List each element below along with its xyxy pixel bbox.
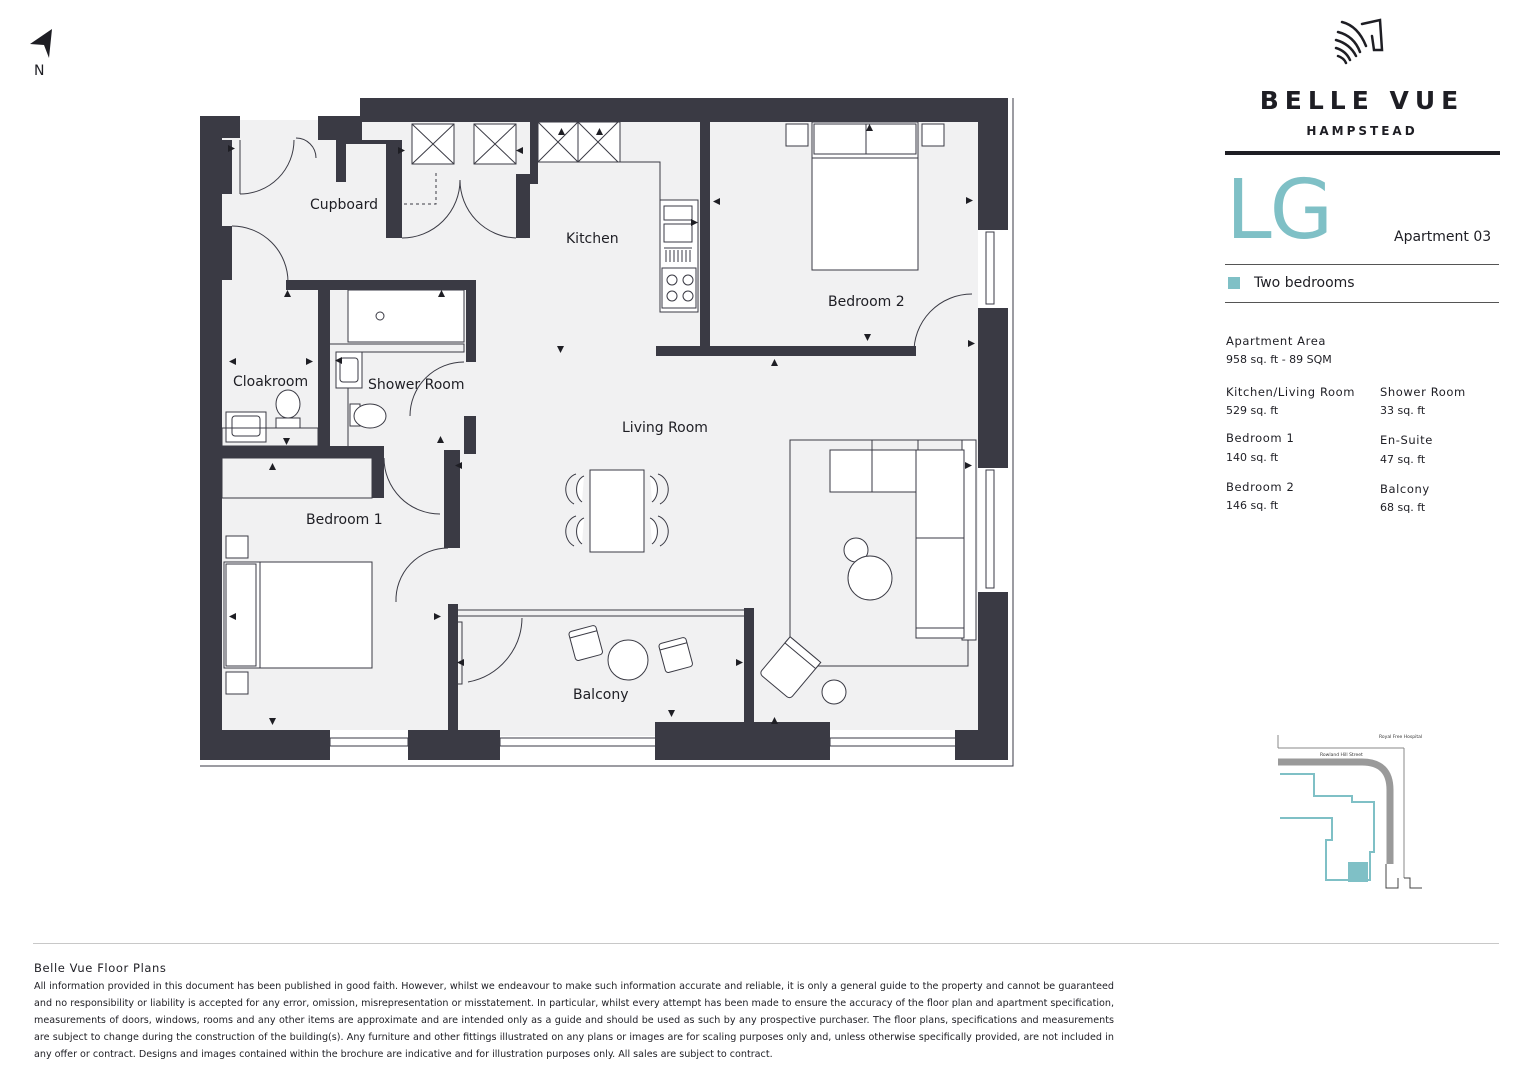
- floor-level: LG: [1226, 163, 1333, 258]
- brand-name: BELLE VUE: [1259, 86, 1465, 115]
- room-label-balcony: Balcony: [573, 687, 629, 703]
- bathroom-fixtures: [221, 289, 465, 447]
- kitchen-units: [537, 121, 699, 313]
- legend-bottom-divider: [1225, 302, 1499, 303]
- balcony-furniture: [568, 625, 693, 681]
- room-label-bedroom1: Bedroom 1: [306, 512, 383, 528]
- footer-divider: [33, 943, 1499, 944]
- dining-set: [565, 469, 669, 553]
- keyplan-hospital-label: Royal Free Hospital: [1379, 734, 1422, 740]
- svg-text:Rowland Hill Street: Rowland Hill Street: [1320, 752, 1363, 758]
- keyplan-street-label: Rowland Hill Street: [1320, 752, 1363, 758]
- area-bedroom1-label: Bedroom 1: [1226, 431, 1295, 445]
- area-shower-room-value: 33 sq. ft: [1380, 404, 1426, 417]
- elevation-markers: [228, 124, 975, 725]
- key-plan: Royal Free Hospital Rowland Hill Street: [1277, 734, 1422, 889]
- horse-head-logo-icon: [1334, 18, 1384, 65]
- area-bedroom2-value: 146 sq. ft: [1226, 499, 1279, 512]
- storage-units: [386, 123, 517, 205]
- bedroom2-furniture: [785, 121, 945, 271]
- room-label-cupboard: Cupboard: [310, 197, 378, 213]
- area-bedroom2-label: Bedroom 2: [1226, 480, 1295, 494]
- room-label-shower-room: Shower Room: [368, 377, 464, 393]
- area-bedroom1-value: 140 sq. ft: [1226, 451, 1279, 464]
- room-label-bedroom2: Bedroom 2: [828, 294, 905, 310]
- north-label: N: [34, 63, 44, 79]
- legend-label: Two bedrooms: [1254, 275, 1355, 291]
- area-total-value: 958 sq. ft - 89 SQM: [1226, 353, 1332, 366]
- doors: [231, 137, 973, 685]
- north-arrow-icon: [30, 29, 52, 58]
- lounge-furniture: [760, 439, 977, 705]
- area-kitchen-living-label: Kitchen/Living Room: [1226, 385, 1356, 399]
- area-kitchen-living-value: 529 sq. ft: [1226, 404, 1279, 417]
- title-divider: [1225, 151, 1500, 155]
- outer-frame: [200, 98, 1014, 767]
- area-balcony-value: 68 sq. ft: [1380, 501, 1426, 514]
- bedroom1-furniture: [221, 457, 373, 695]
- svg-text:Royal Free Hospital: Royal Free Hospital: [1379, 734, 1422, 740]
- apartment-name: Apartment 03: [1394, 229, 1492, 245]
- room-label-kitchen: Kitchen: [566, 231, 619, 247]
- area-ensuite-label: En-Suite: [1380, 433, 1433, 447]
- brand-location: HAMPSTEAD: [1306, 124, 1418, 138]
- walls: [200, 98, 1008, 760]
- room-label-cloakroom: Cloakroom: [233, 374, 308, 390]
- footer-title: Belle Vue Floor Plans: [34, 961, 167, 975]
- room-label-living-room: Living Room: [622, 420, 708, 436]
- footer-disclaimer: All information provided in this documen…: [34, 981, 1114, 1060]
- legend-swatch: [1228, 277, 1240, 289]
- area-ensuite-value: 47 sq. ft: [1380, 453, 1426, 466]
- area-shower-room-label: Shower Room: [1380, 385, 1466, 399]
- legend-top-divider: [1225, 264, 1499, 265]
- area-balcony-label: Balcony: [1380, 482, 1430, 496]
- area-total-label: Apartment Area: [1226, 334, 1327, 348]
